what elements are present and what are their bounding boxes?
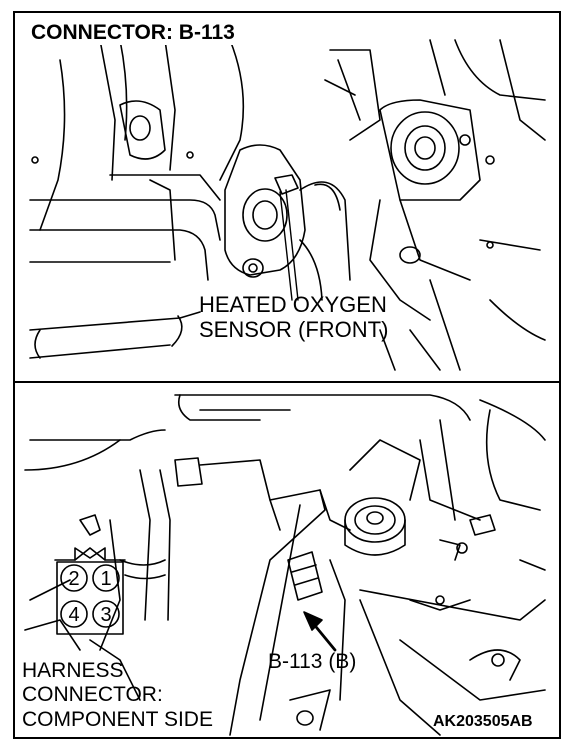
figure-code: AK203505AB xyxy=(433,713,533,730)
connector-title: CONNECTOR: B-113 xyxy=(29,22,239,45)
connector-callout: B-113 (B) xyxy=(268,650,357,673)
connector-pin-2: 2 xyxy=(68,568,80,590)
connector-pin-4: 4 xyxy=(68,604,80,626)
harness-label-line1: HARNESS xyxy=(22,659,124,682)
connector-pin-3: 3 xyxy=(100,604,112,626)
sensor-label-line1: HEATED OXYGEN xyxy=(199,292,387,317)
connector-pin-1: 1 xyxy=(100,568,112,590)
sensor-label-line2: SENSOR (FRONT) xyxy=(199,317,389,342)
diagram-frame xyxy=(13,11,561,739)
panel-divider xyxy=(13,381,561,383)
harness-label-line2: CONNECTOR: xyxy=(22,683,163,706)
harness-label-line3: COMPONENT SIDE xyxy=(22,708,213,731)
